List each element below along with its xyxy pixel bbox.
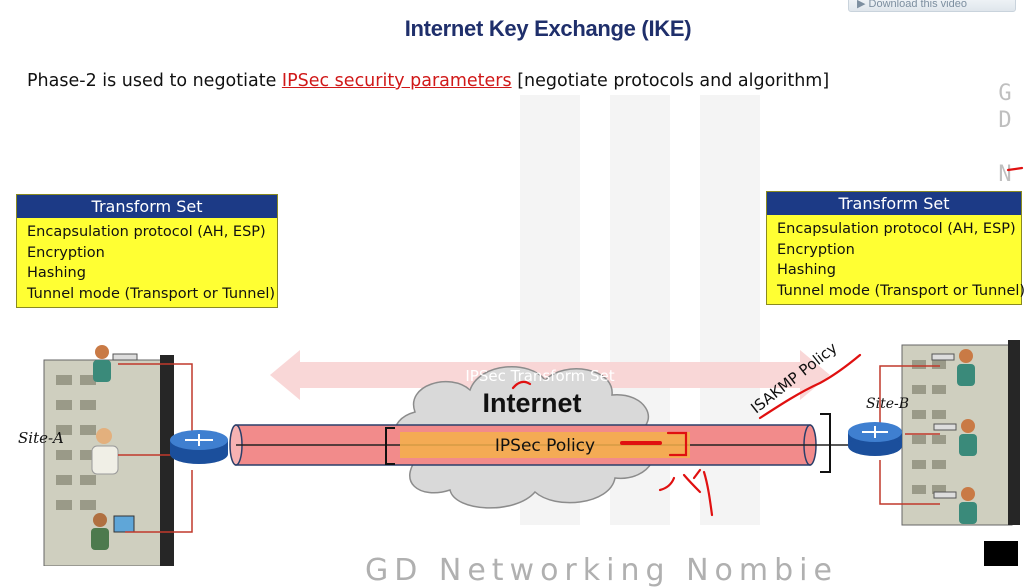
- transform-arrow-label: IPSec Transform Set: [465, 367, 614, 385]
- play-icon: ▶: [857, 0, 869, 10]
- transform-set-left: Transform Set Encapsulation protocol (AH…: [16, 194, 278, 308]
- transform-set-left-header: Transform Set: [17, 195, 277, 218]
- router-b: [848, 422, 902, 456]
- transform-set-arrow: [270, 350, 830, 400]
- transform-set-left-item: Tunnel mode (Transport or Tunnel): [27, 285, 276, 302]
- subtitle: Phase-2 is used to negotiate IPSec secur…: [27, 71, 829, 91]
- transform-set-right-item: Hashing: [777, 262, 836, 278]
- tunnel-label: IPSec Policy: [495, 436, 595, 456]
- transform-set-right-item: Encryption: [777, 241, 855, 258]
- download-video-button[interactable]: ▶ Download this video: [848, 0, 1016, 12]
- subtitle-highlight: IPSec security parameters: [281, 71, 512, 91]
- transform-set-right-item: Encapsulation protocol (AH, ESP): [777, 221, 1016, 237]
- transform-set-right: Transform Set Encapsulation protocol (AH…: [766, 191, 1024, 305]
- site-b-users: [931, 349, 977, 524]
- network-diagram: IPSec Transform Set Internet IPSec Polic…: [18, 95, 1024, 566]
- transform-set-right-item: Tunnel mode (Transport or Tunnel): [777, 282, 1024, 299]
- bottom-watermark: GD Networking Nombie: [365, 553, 838, 588]
- subtitle-suffix: [negotiate protocols and algorithm]: [511, 71, 830, 91]
- corner-block: [984, 541, 1018, 566]
- subtitle-prefix: Phase-2 is used to negotiate: [27, 71, 282, 91]
- transform-set-left-item: Encapsulation protocol (AH, ESP): [27, 224, 266, 240]
- cloud-label: Internet: [482, 388, 581, 418]
- transform-set-right-header: Transform Set: [767, 192, 1021, 215]
- site-a-label: Site-A: [18, 429, 64, 447]
- transform-set-left-item: Encryption: [27, 244, 105, 261]
- site-b-label: Site-B: [866, 396, 909, 412]
- router-a: [170, 430, 228, 464]
- transform-set-left-item: Hashing: [27, 265, 86, 281]
- page-title: Internet Key Exchange (IKE): [404, 16, 692, 41]
- site-a-users: [91, 345, 138, 550]
